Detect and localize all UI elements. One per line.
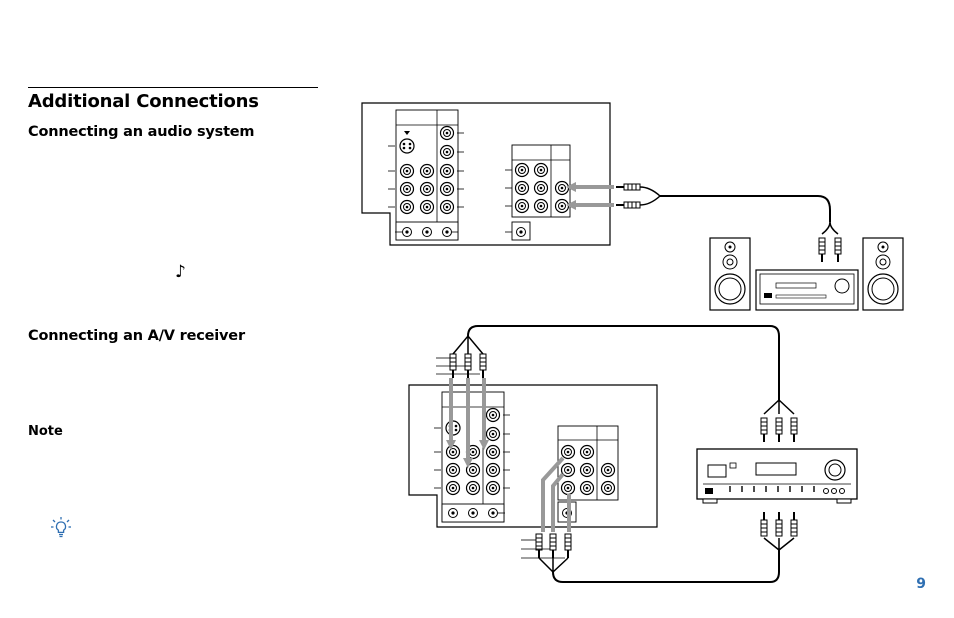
section-heading-av-receiver: Connecting an A/V receiver bbox=[28, 328, 245, 344]
tv-rear-panel-bottom bbox=[408, 384, 658, 528]
header-rule bbox=[28, 87, 318, 88]
lightbulb-icon bbox=[51, 517, 71, 538]
tv-rear-panel-top bbox=[361, 102, 611, 246]
section-heading-audio-system: Connecting an audio system bbox=[28, 124, 255, 140]
av-plugs-bottom bbox=[521, 511, 798, 583]
audio-cable-top bbox=[566, 182, 842, 263]
audio-system bbox=[709, 237, 904, 311]
av-receiver bbox=[696, 448, 858, 504]
music-note-glyph: ♪ bbox=[175, 262, 186, 282]
page-number: 9 bbox=[916, 576, 926, 592]
page-title: Additional Connections bbox=[28, 91, 259, 112]
av-plugs-top bbox=[436, 325, 798, 443]
note-label: Note bbox=[28, 424, 63, 439]
av-cable-arrows bbox=[449, 378, 571, 532]
